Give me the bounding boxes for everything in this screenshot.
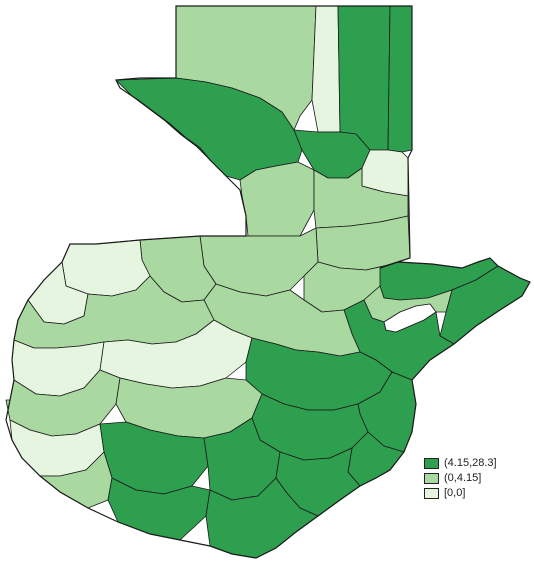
municipality-region [239, 161, 315, 237]
legend-label-mid: (0,4.15] [444, 472, 482, 484]
legend-item-mid: (0,4.15] [424, 471, 497, 485]
municipality-region [61, 239, 151, 297]
municipality-region [311, 5, 341, 133]
municipality-region [387, 5, 413, 153]
legend-label-zero: [0,0] [444, 487, 466, 499]
municipality-region [337, 5, 391, 151]
legend-swatch-high [424, 457, 439, 469]
country-outline [5, 5, 531, 559]
legend-swatch-mid [424, 472, 439, 484]
legend: (4.15,28.3] (0,4.15] [0,0] [424, 456, 497, 501]
lake-izabal [383, 303, 437, 333]
legend-swatch-zero [424, 487, 439, 499]
legend-item-high: (4.15,28.3] [424, 456, 497, 470]
legend-item-zero: [0,0] [424, 486, 497, 500]
legend-label-high: (4.15,28.3] [444, 457, 497, 469]
